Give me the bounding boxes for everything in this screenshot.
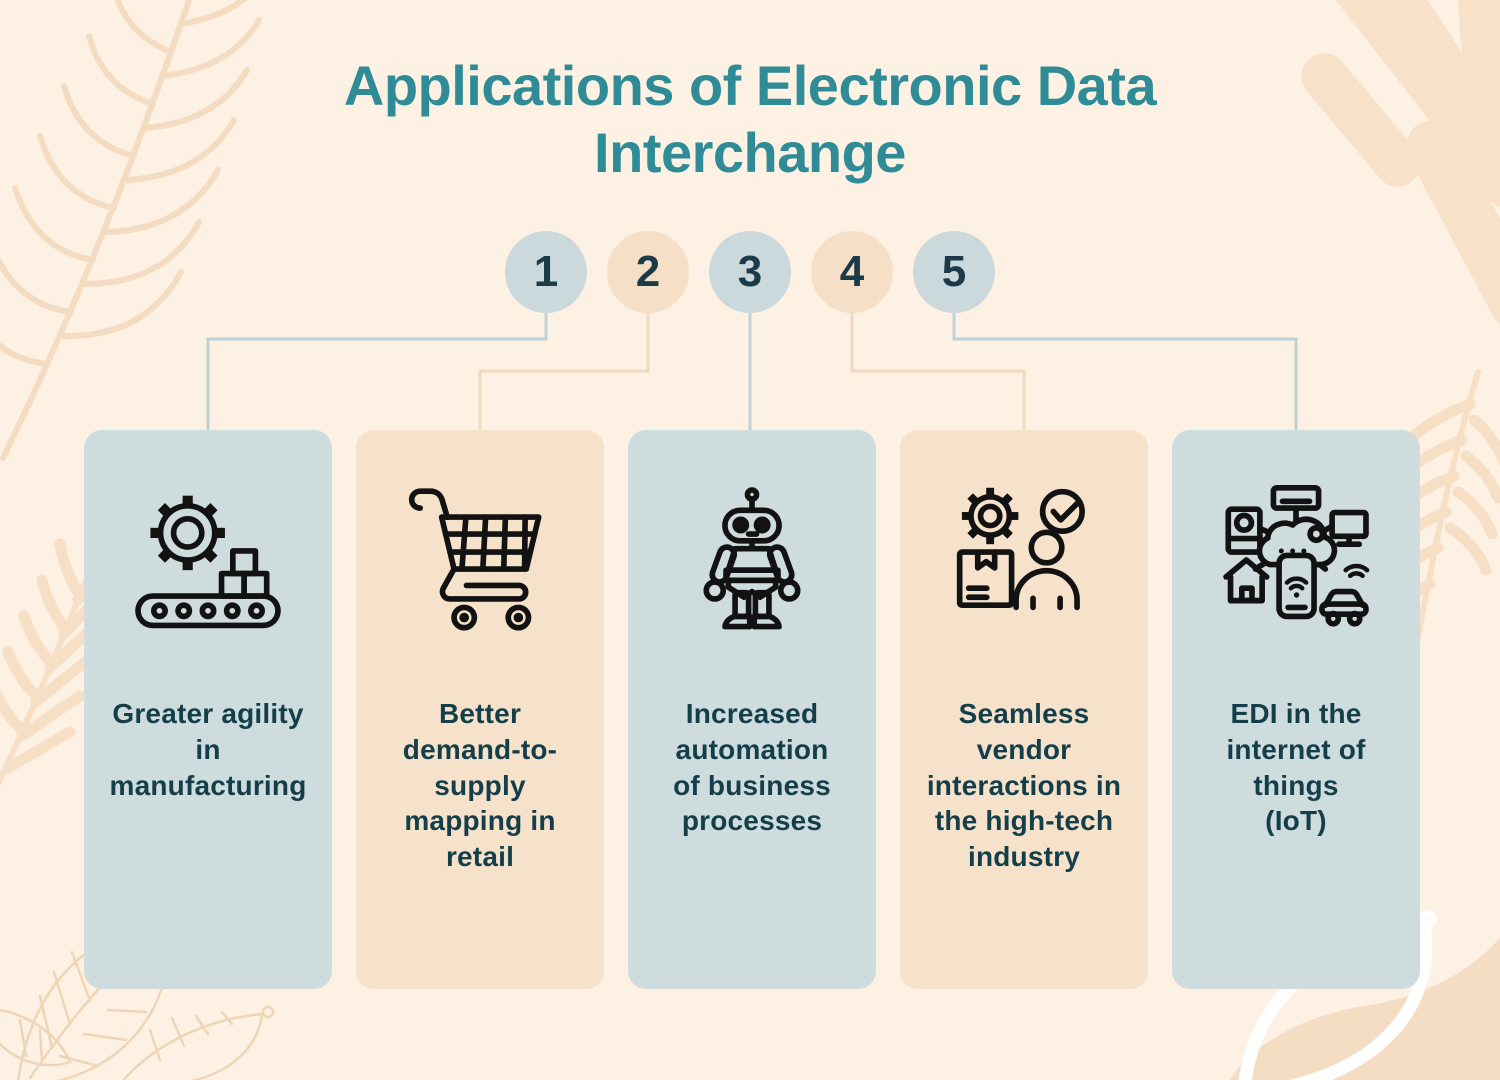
step-number-3: 3 xyxy=(737,247,763,296)
connector-5 xyxy=(952,312,1298,434)
card-greater-agility: Greater agility in manufacturing xyxy=(84,430,332,989)
card-label-4: Seamless vendor interactions in the high… xyxy=(926,698,1122,873)
robot-icon xyxy=(628,474,876,646)
step-badge-3: 3 xyxy=(709,231,791,313)
step-badge-4: 4 xyxy=(811,231,893,313)
manufacturing-conveyor-icon xyxy=(84,474,332,646)
card-label-3: Increased automation of business process… xyxy=(673,698,831,837)
card-automation: Increased automation of business process… xyxy=(628,430,876,989)
step-badge-5: 5 xyxy=(913,231,995,313)
step-badge-1: 1 xyxy=(505,231,587,313)
blob-decoration-top-right xyxy=(1301,0,1500,330)
shopping-cart-icon xyxy=(356,474,604,646)
card-label-1: Greater agility in manufacturing xyxy=(109,698,307,801)
connector-4 xyxy=(850,312,1026,434)
connector-2 xyxy=(478,312,650,434)
card-vendor-interactions: Seamless vendor interactions in the high… xyxy=(900,430,1148,989)
card-demand-to-supply: Better demand-to- supply mapping in reta… xyxy=(356,430,604,989)
card-label-5: EDI in the internet of things (IoT) xyxy=(1226,698,1366,837)
step-number-1: 1 xyxy=(533,247,559,296)
page-title: Applications of Electronic Data Intercha… xyxy=(343,54,1157,185)
vendor-gear-person-icon xyxy=(900,474,1148,646)
card-label-2: Better demand-to- supply mapping in reta… xyxy=(402,698,558,873)
step-number-4: 4 xyxy=(839,247,865,296)
step-badge-2: 2 xyxy=(607,231,689,313)
step-number-5: 5 xyxy=(941,247,967,296)
connector-1 xyxy=(206,312,548,434)
fern-decoration-top-left xyxy=(0,0,262,461)
iot-cloud-icon xyxy=(1172,474,1420,646)
card-edi-iot: EDI in the internet of things (IoT) xyxy=(1172,430,1420,989)
step-number-2: 2 xyxy=(635,247,661,296)
